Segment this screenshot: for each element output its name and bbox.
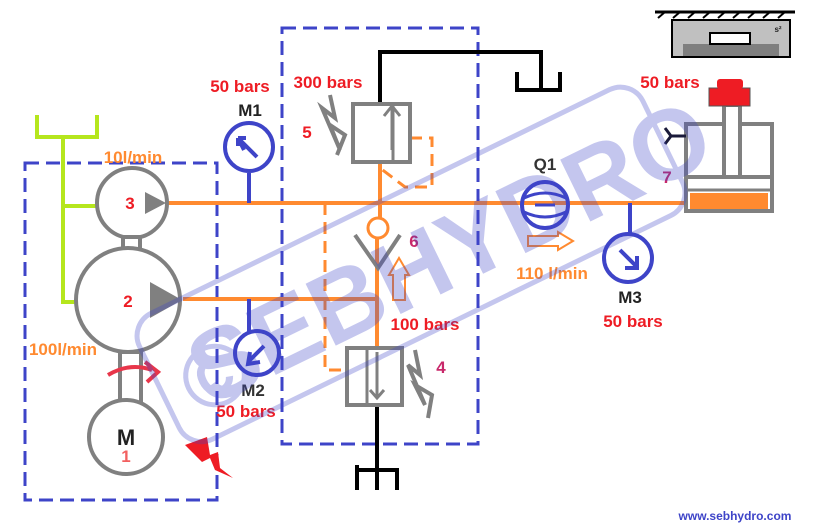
pump-3[interactable]: 3: [95, 166, 169, 240]
return-line-top: [378, 50, 562, 103]
check-valve-6-number: 6: [409, 232, 418, 251]
press-icon-label: s²: [774, 25, 781, 34]
cylinder-7-pressure: 50 bars: [640, 73, 700, 92]
pump2-number: 2: [123, 292, 132, 311]
motor-number: 1: [121, 447, 130, 466]
pump-unit-boundary: [23, 161, 219, 502]
electric-lightning-icon: [185, 437, 233, 478]
valve-block-boundary: [280, 26, 480, 446]
rotation-arrow-icon: [106, 360, 162, 384]
pump3-flow: 10l/min: [104, 148, 163, 167]
unloading-valve-4[interactable]: [345, 346, 435, 419]
pump2-flow: 100l/min: [29, 340, 97, 359]
motor-symbol: M: [117, 425, 135, 450]
gauge-m1-name: M1: [238, 101, 262, 120]
flow-up-arrow-icon: [387, 256, 411, 301]
gauge-m2[interactable]: [233, 299, 281, 377]
return-line-bottom: [355, 405, 399, 490]
relief-valve-5-pressure: 300 bars: [294, 73, 363, 92]
watermark-text: SEBHYDRO: [170, 78, 728, 427]
gauge-m2-pressure: 50 bars: [216, 402, 276, 421]
footer-url[interactable]: www.sebhydro.com: [678, 509, 792, 523]
pump-direction-icon: [145, 192, 166, 214]
pump3-number: 3: [125, 194, 134, 213]
cylinder-7[interactable]: [663, 79, 774, 213]
unloading-valve-4-number: 4: [436, 358, 446, 377]
press-icon: s²: [655, 10, 795, 58]
flowmeter-name: Q1: [534, 155, 557, 174]
relief-valve-5-number: 5: [302, 123, 311, 142]
pump-2[interactable]: 2: [74, 246, 182, 354]
gauge-m1-pressure: 50 bars: [210, 77, 270, 96]
spring-icon: [406, 349, 435, 419]
pump2-pressure-line: [183, 238, 379, 348]
flowmeter-q1[interactable]: [520, 180, 575, 252]
motor-1[interactable]: M 1: [87, 398, 165, 476]
watermark: © SEBHYDRO: [134, 78, 729, 445]
relief-valve-5[interactable]: [317, 94, 412, 164]
gauge-m3-pressure: 50 bars: [603, 312, 663, 331]
pump-direction-icon: [150, 282, 182, 318]
flow-direction-arrow-icon: [527, 230, 575, 252]
unloading-valve-4-pressure: 100 bars: [391, 315, 460, 334]
cylinder-7-number: 7: [662, 168, 671, 187]
vent-arrow-icon: [663, 127, 686, 145]
gauge-m1[interactable]: [223, 121, 275, 203]
gauge-m3[interactable]: [602, 203, 654, 284]
gauge-m3-name: M3: [618, 288, 642, 307]
flowmeter-flow: 110 l/min: [516, 264, 588, 283]
spring-icon: [317, 94, 348, 156]
check-valve-6[interactable]: [353, 216, 411, 301]
suction-tank: [35, 115, 99, 304]
pilot-line-4: [323, 203, 347, 372]
shaft: [118, 350, 143, 406]
gauge-m2-name: M2: [241, 381, 265, 400]
